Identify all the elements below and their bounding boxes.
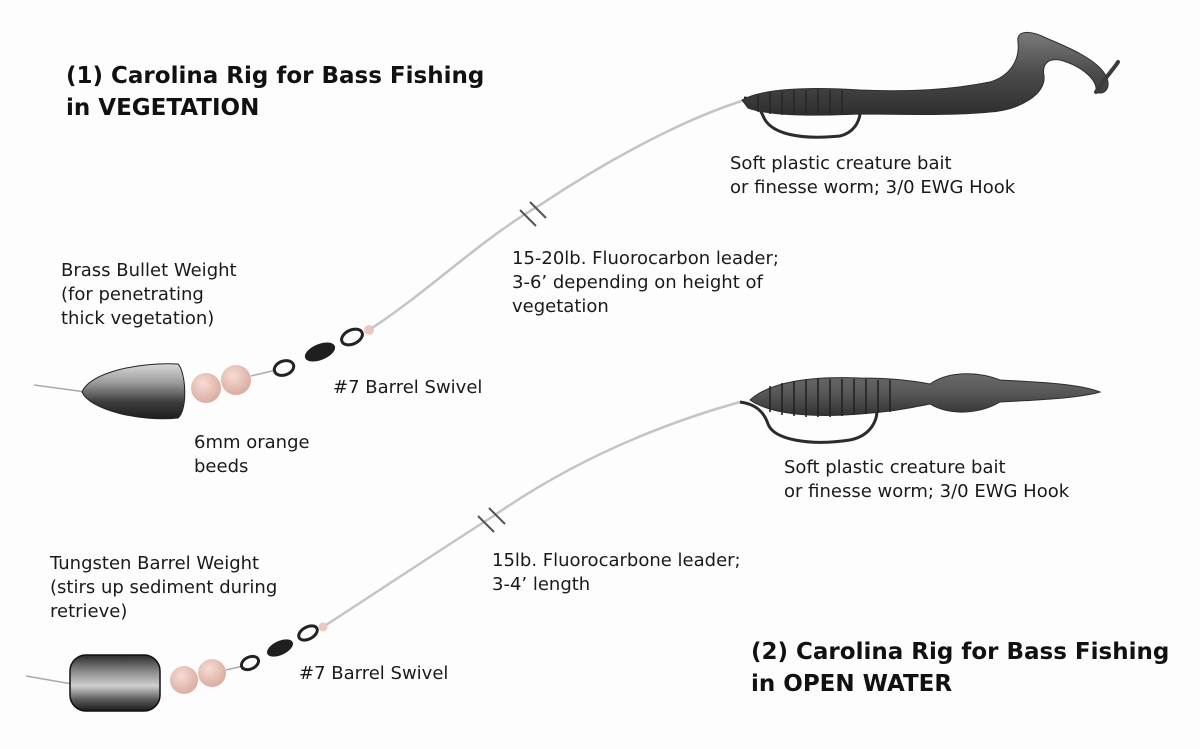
rig-1-bait-line-1: Soft plastic creature bait [730,153,952,174]
rig-1-bead-1 [191,373,221,403]
rig-2-bead-1 [170,666,198,694]
rig-2-swivel-label: #7 Barrel Swivel [299,662,448,686]
rig-2-bead-2 [198,659,226,687]
rig-1-illustration [33,32,1120,420]
rig-2-barrel-weight [69,654,161,712]
rig-1-bait-label: Soft plastic creature bait or finesse wo… [730,152,1015,200]
rig-1-barrel-swivel [272,327,364,377]
rig-2-leader-line-1: 15lb. Fluorocarbone leader; [492,550,741,571]
rig-1-title-line-1: (1) Carolina Rig for Bass Fishing [66,63,485,89]
rig-1-weight-line-3: thick vegetation) [61,308,215,329]
rig-2-weight-label: Tungsten Barrel Weight (stirs up sedimen… [50,552,277,624]
rig-2-creature-bait [749,373,1102,416]
rig-2-leader-line-2: 3-4’ length [492,574,591,595]
rig-1-worm [741,32,1109,116]
rig-1-swivel-text: #7 Barrel Swivel [333,377,483,398]
rig-1-title: (1) Carolina Rig for Bass Fishing in VEG… [66,60,484,124]
rig-2-bait-label: Soft plastic creature bait or finesse wo… [784,456,1069,504]
rig-1-beads-label: 6mm orange beeds [194,431,310,479]
rig-2-weight-line-3: retrieve) [50,601,128,622]
rig-2-hook [739,400,879,444]
rig-1-leader-line [371,98,746,330]
rig-1-bait-line-2: or finesse worm; 3/0 EWG Hook [730,177,1016,198]
rig-2-illustration [25,373,1102,712]
rig-2-swivel-text: #7 Barrel Swivel [299,663,449,684]
rig-2-bait-line-2: or finesse worm; 3/0 EWG Hook [784,481,1070,502]
rig-1-swivel-label: #7 Barrel Swivel [333,376,482,400]
rig-1-leader-line-3: vegetation [512,296,609,317]
rig-1-weight-line-1: Brass Bullet Weight [61,260,237,281]
rig-2-title-line-2: in OPEN WATER [751,671,953,697]
rig-1-main-line [33,384,87,393]
rig-1-leader-label: 15-20lb. Fluorocarbon leader; 3-6’ depen… [512,247,779,319]
rig-2-leader-label: 15lb. Fluorocarbone leader; 3-4’ length [492,549,741,597]
rig-1-weight-line-2: (for penetrating [61,284,204,305]
rig-2-main-line [25,675,73,685]
rig-1-title-line-2: in VEGETATION [66,95,260,121]
rig-1-bullet-weight [81,363,186,420]
rig-2-bait-line-1: Soft plastic creature bait [784,457,1006,478]
rig-1-bead-2 [221,365,251,395]
rig-2-barrel-swivel [239,624,319,672]
rig-1-leader-line-2: 3-6’ depending on height of [512,272,763,293]
rig-2-title-line-1: (2) Carolina Rig for Bass Fishing [751,639,1170,665]
rig-1-weight-label: Brass Bullet Weight (for penetrating thi… [61,259,237,331]
rig-2-title: (2) Carolina Rig for Bass Fishing in OPE… [751,636,1169,700]
rig-1-beads-line-1: 6mm orange [194,432,310,453]
rig-2-weight-line-1: Tungsten Barrel Weight [50,553,260,574]
rig-1-beads-line-2: beeds [194,456,249,477]
rig-1-leader-line-1: 15-20lb. Fluorocarbon leader; [512,248,779,269]
rig-2-weight-line-2: (stirs up sediment during [50,577,278,598]
